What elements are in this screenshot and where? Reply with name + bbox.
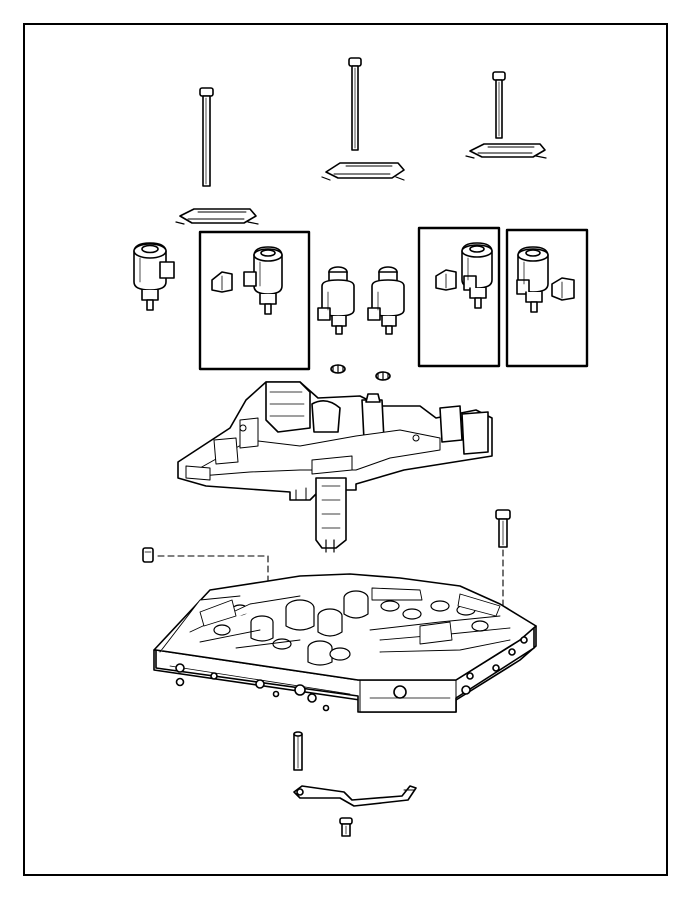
valve-body (153, 573, 537, 713)
highlight-box-2 (417, 226, 501, 368)
solenoid-box-3-connector (551, 277, 575, 301)
solenoid-standalone (133, 242, 175, 311)
retainer-center (321, 162, 405, 181)
plug-leader-line (157, 555, 269, 601)
solenoid-box-3 (516, 246, 549, 313)
solenoid-pair-left (317, 266, 355, 335)
highlight-box-3 (505, 228, 589, 368)
solenoid-pair-right (367, 266, 405, 335)
detent-spring (293, 785, 417, 807)
bolt-long-left (199, 87, 214, 187)
solenoid-box-2 (461, 242, 493, 309)
electrical-plate (177, 381, 493, 553)
pin (293, 731, 303, 771)
solenoid-box-2-connector (435, 269, 457, 291)
retainer-left (175, 208, 259, 225)
highlight-box-1 (198, 230, 311, 371)
clip-left (330, 364, 346, 374)
clip-right (375, 371, 391, 381)
diagram-frame (23, 23, 668, 876)
plug (142, 547, 154, 563)
bolt-long-right (492, 71, 506, 139)
solenoid-box-1-connector (211, 271, 233, 293)
bolt-long-center (348, 57, 362, 151)
screw (339, 817, 353, 837)
bolt-short (495, 509, 511, 548)
solenoid-box-1 (243, 246, 283, 315)
retainer-right (465, 143, 547, 159)
